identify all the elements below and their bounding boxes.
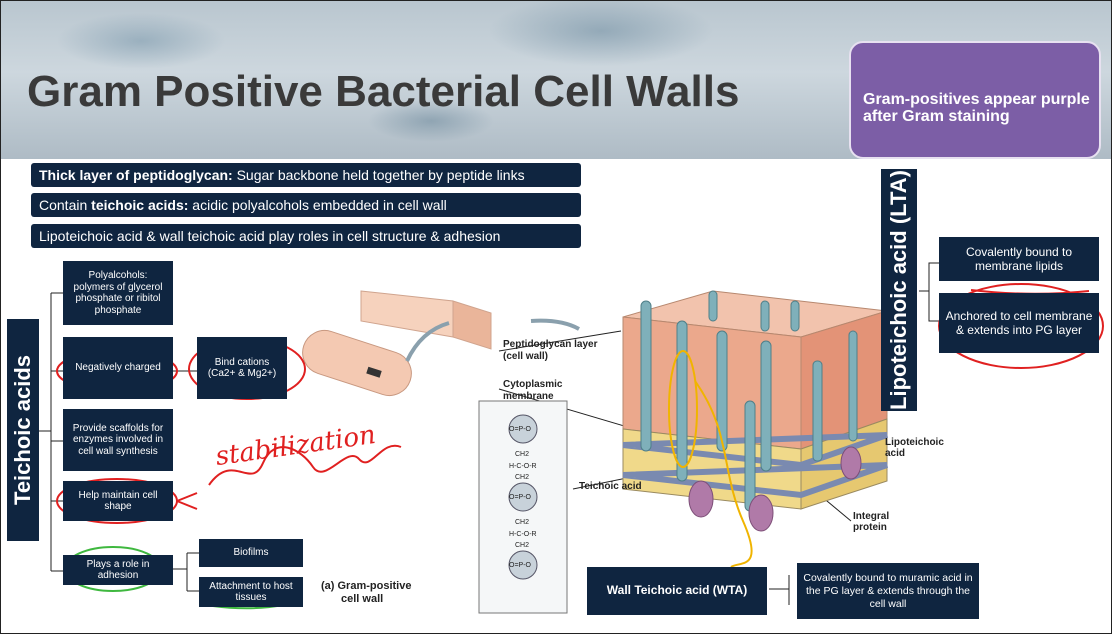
chem-hcor-1: H-C-O-R xyxy=(509,463,537,470)
info-bar-roles: Lipoteichoic acid & wall teichoic acid p… xyxy=(31,224,581,248)
chem-hcor-2: H-C-O-R xyxy=(509,531,537,538)
teichoic-acids-label-text: Teichoic acids xyxy=(10,355,36,505)
label-pg-layer: Peptidoglycan layer xyxy=(503,339,598,350)
chem-ch2-3: CH2 xyxy=(515,519,530,526)
lta-label-text: Lipoteichoic acid (LTA) xyxy=(886,170,911,410)
page-title: Gram Positive Bacterial Cell Walls xyxy=(27,67,740,116)
bar3-text: Lipoteichoic acid & wall teichoic acid p… xyxy=(39,228,501,244)
box-biofilms: Biofilms xyxy=(199,539,303,567)
box-adhesion: Plays a role in adhesion xyxy=(63,555,173,585)
box-bind-cations: Bind cations (Ca2+ & Mg2+) xyxy=(197,337,287,399)
chem-ch2-2: CH2 xyxy=(515,474,530,481)
box-wta-label: Wall Teichoic acid (WTA) xyxy=(587,567,767,615)
lta-label: Lipoteichoic acid (LTA) xyxy=(881,169,917,411)
teichoic-acids-label: Teichoic acids xyxy=(7,319,39,541)
box-scaffolds: Provide scaffolds for enzymes involved i… xyxy=(63,409,173,471)
cell-wall-block xyxy=(622,290,888,532)
bar2-pre: Contain xyxy=(39,197,92,213)
label-lipoteichoic: Lipoteichoic xyxy=(885,437,944,448)
callout-text: Gram-positives appear purple after Gram … xyxy=(863,91,1090,125)
info-bar-teichoic: Contain teichoic acids: acidic polyalcoh… xyxy=(31,193,581,217)
chem-ch2-1: CH2 xyxy=(515,451,530,458)
bar2-text: acidic polyalcohols embedded in cell wal… xyxy=(188,197,447,213)
box-negatively-charged: Negatively charged xyxy=(63,337,173,399)
label-teichoic-acid: Teichoic acid xyxy=(579,481,642,492)
yellow-ink-annotation xyxy=(668,350,753,568)
chem-phosphate-3: O=P-O xyxy=(509,562,531,569)
box-wta-desc: Covalently bound to muramic acid in the … xyxy=(797,563,979,619)
caption-line-2: cell wall xyxy=(341,593,384,605)
gram-stain-callout: Gram-positives appear purple after Gram … xyxy=(849,41,1101,159)
box-lta-anchored: Anchored to cell membrane & extends into… xyxy=(939,293,1099,353)
box-attachment: Attachment to host tissues xyxy=(199,577,303,607)
caption-line-1: (a) Gram-positive xyxy=(321,580,412,592)
info-bar-peptidoglycan: Thick layer of peptidoglycan: Sugar back… xyxy=(31,163,581,187)
label-lipoteichoic-2: acid xyxy=(885,448,906,459)
bar2-bold: teichoic acids: xyxy=(91,197,189,213)
box-lta-covalent: Covalently bound to membrane lipids xyxy=(939,237,1099,281)
bar1-bold: Thick layer of peptidoglycan: xyxy=(39,167,233,183)
chem-ch2-4: CH2 xyxy=(515,542,530,549)
box-cell-shape: Help maintain cell shape xyxy=(63,481,173,521)
chem-phosphate-1: O=P-O xyxy=(509,426,531,433)
chem-phosphate-2: O=P-O xyxy=(509,494,531,501)
bar1-text: Sugar backbone held together by peptide … xyxy=(232,167,525,183)
label-cyto: Cytoplasmic xyxy=(503,379,563,390)
label-cyto-2: membrane xyxy=(503,391,554,402)
label-integral: Integral xyxy=(853,511,890,522)
label-integral-2: protein xyxy=(853,522,887,533)
box-polyalcohols: Polyalcohols: polymers of glycerol phosp… xyxy=(63,261,173,325)
label-pg-layer-2: (cell wall) xyxy=(503,351,549,362)
